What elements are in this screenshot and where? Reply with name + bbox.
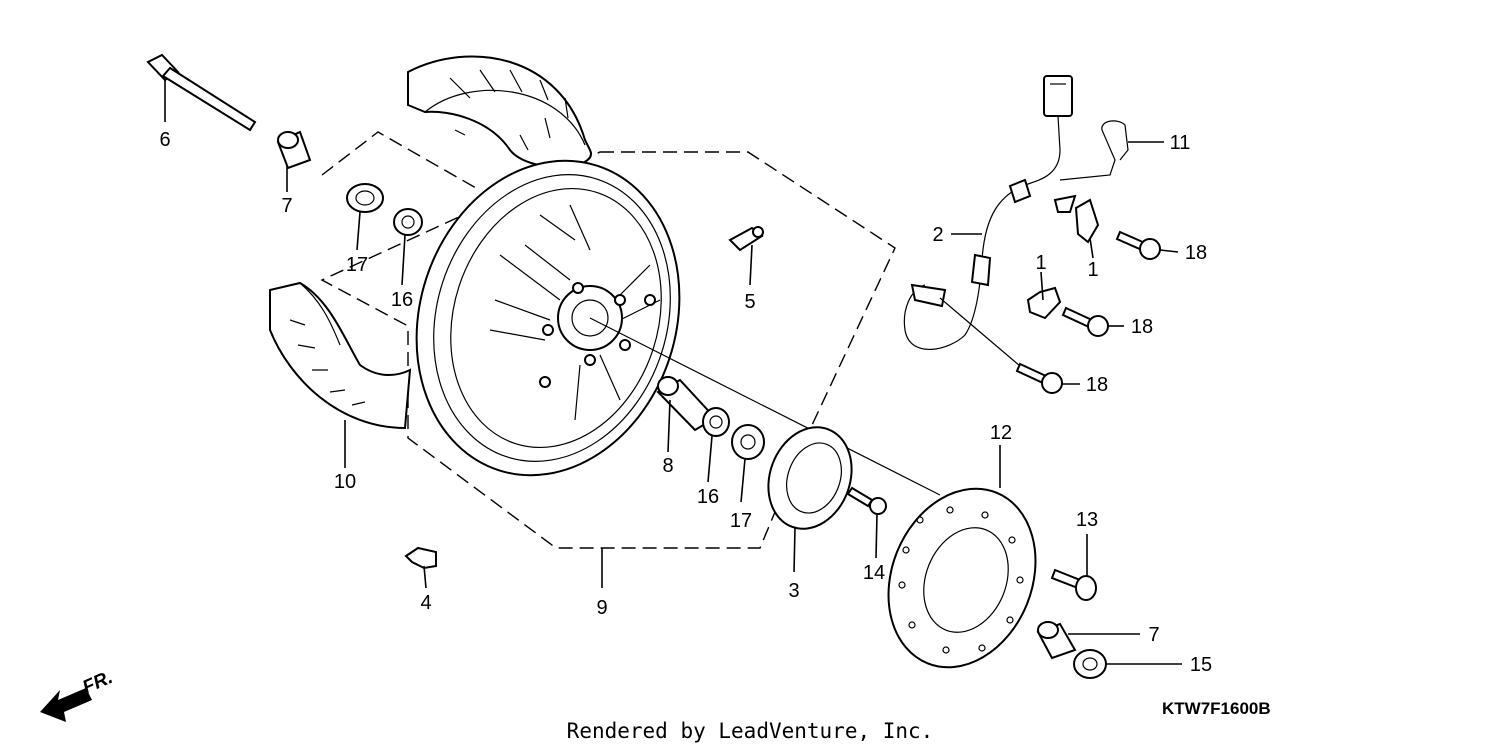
callout-1-lower: 1	[1035, 252, 1046, 274]
callout-10: 10	[334, 471, 356, 493]
footer-credit: Rendered by LeadVenture, Inc.	[567, 719, 934, 743]
balance-clip	[404, 546, 437, 570]
callout-7-upper: 7	[281, 195, 292, 217]
leader-lines	[164, 80, 1182, 665]
callout-5: 5	[744, 291, 755, 313]
collar-upper	[276, 130, 312, 170]
axle-nut	[1073, 649, 1107, 679]
callout-3: 3	[788, 580, 799, 602]
callout-17-upper: 17	[346, 254, 368, 276]
brake-disc	[887, 487, 1037, 669]
callout-16-lower: 16	[697, 486, 719, 508]
callout-6: 6	[159, 129, 170, 151]
bearing-17-lower	[731, 424, 765, 460]
bearing-16-lower	[702, 407, 730, 437]
tire-upper-half	[407, 55, 592, 168]
callout-18-a: 18	[1185, 242, 1207, 264]
disc-bolt	[1050, 568, 1097, 601]
front-direction-label: FR.	[79, 667, 116, 699]
bearing-16-upper	[393, 208, 423, 236]
wheel-assembly-outline	[320, 131, 896, 549]
bolt-18-c	[1015, 362, 1063, 394]
callout-2: 2	[932, 224, 943, 246]
callout-12: 12	[990, 422, 1012, 444]
callout-15: 15	[1190, 654, 1212, 676]
callout-16-upper: 16	[391, 289, 413, 311]
callout-4: 4	[420, 592, 431, 614]
clamp-upper	[1074, 198, 1100, 244]
clamp-lower	[1026, 286, 1062, 320]
callout-8: 8	[662, 455, 673, 477]
callout-18-c: 18	[1086, 374, 1108, 396]
tire-lower-half	[269, 281, 412, 430]
callout-7-lower: 7	[1148, 624, 1159, 646]
callout-14: 14	[863, 562, 885, 584]
bolt-18-b	[1061, 306, 1109, 337]
collar-lower	[1036, 621, 1077, 660]
callout-11: 11	[1170, 132, 1191, 154]
bolt-14	[846, 486, 887, 515]
distance-collar	[656, 376, 717, 432]
callout-1-upper: 1	[1087, 259, 1098, 281]
front-direction-arrow: FR.	[40, 667, 116, 722]
bearing-17-upper	[346, 183, 384, 213]
axle	[146, 53, 257, 132]
callout-13: 13	[1076, 509, 1098, 531]
callout-17-lower: 17	[730, 510, 752, 532]
speed-sensor-harness	[903, 75, 1129, 350]
callout-18-b: 18	[1131, 316, 1153, 338]
valve-stem	[728, 226, 764, 252]
bolt-18-a	[1115, 230, 1161, 260]
callout-9: 9	[596, 597, 607, 619]
sensor-bolt-line	[939, 297, 1021, 367]
diagram-code: KTW7F1600B	[1162, 699, 1271, 718]
pulser-ring	[767, 426, 853, 530]
axle-centerline	[589, 317, 941, 496]
